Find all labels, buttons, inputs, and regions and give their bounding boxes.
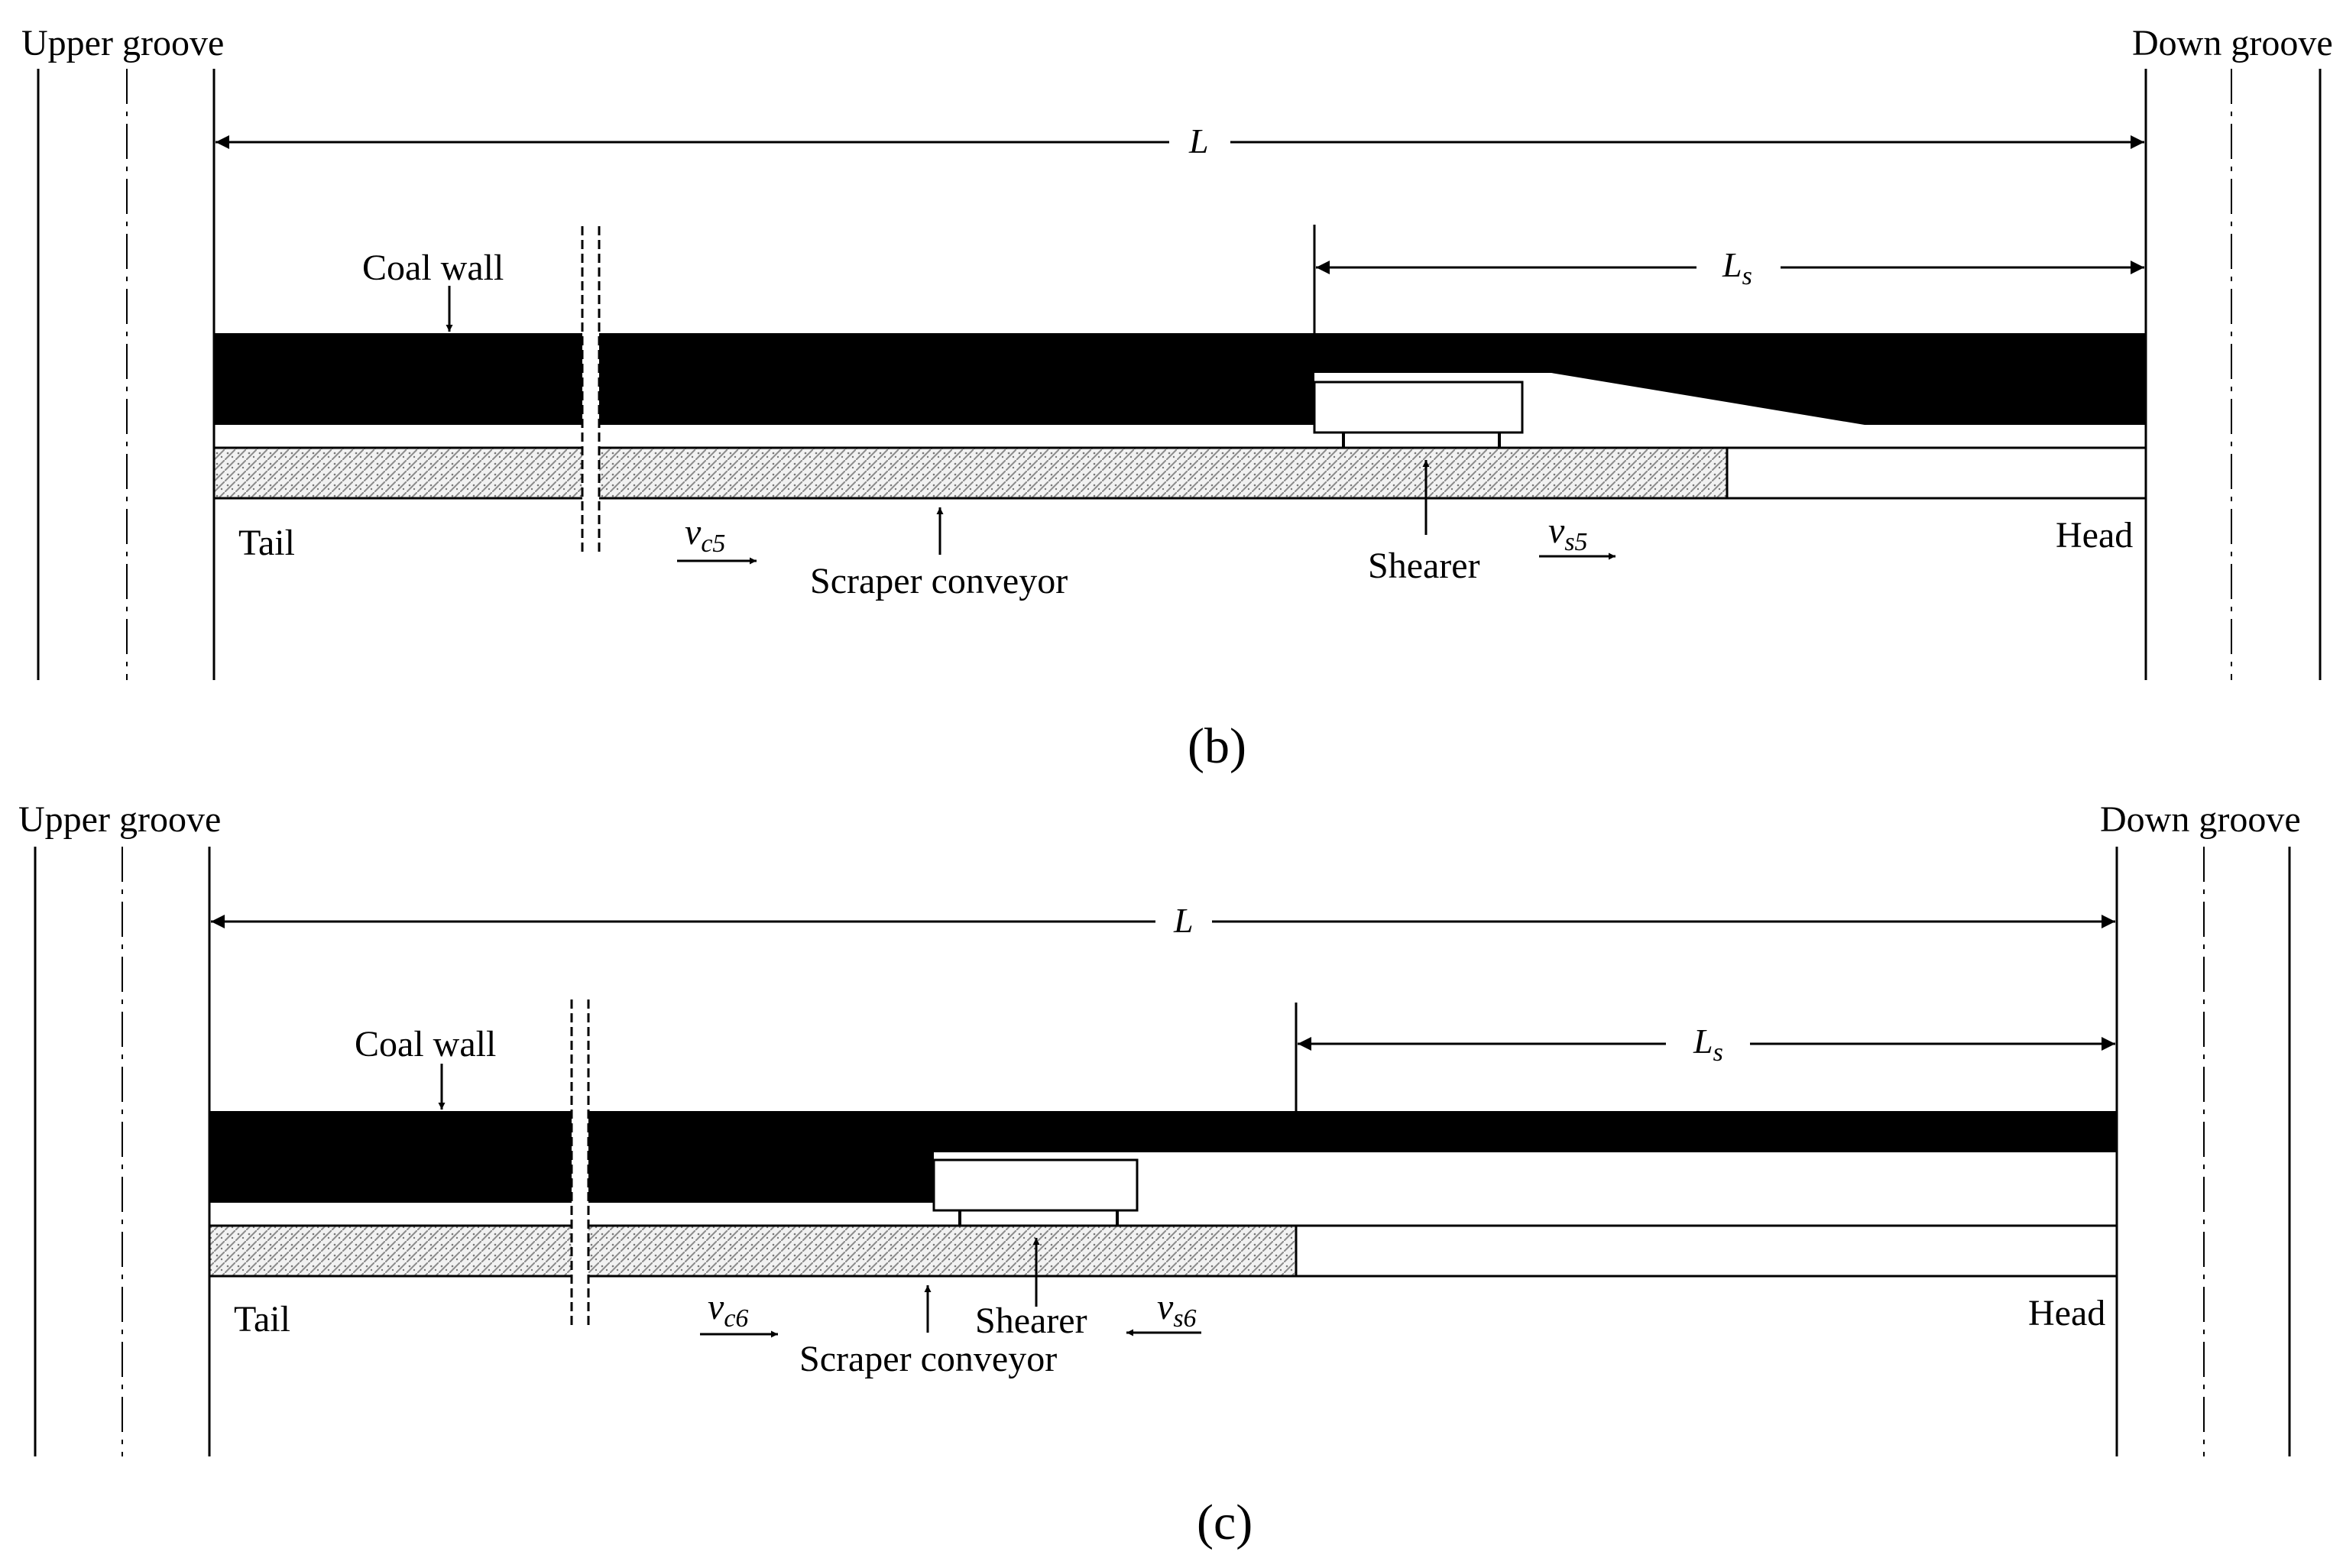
tail-label: Tail xyxy=(234,1299,290,1340)
panel-b: Upper groove Down groove L Ls Coal wall … xyxy=(21,23,2333,774)
shearer-body xyxy=(932,1158,1139,1212)
shearer-speed-label: vs6 xyxy=(1157,1287,1197,1333)
shearer-span-label: Ls xyxy=(1693,1022,1723,1067)
shearer-label: Shearer xyxy=(1368,546,1480,586)
coal-wall xyxy=(214,333,2146,425)
shearer-label: Shearer xyxy=(975,1301,1087,1341)
conveyor-speed-label: vc6 xyxy=(708,1287,748,1333)
shearer-body xyxy=(1313,381,1524,434)
break-gap xyxy=(572,1003,588,1327)
down-groove-label: Down groove xyxy=(2132,23,2333,63)
scraper-conveyor-label: Scraper conveyor xyxy=(799,1339,1057,1379)
length-label: L xyxy=(1173,901,1194,940)
upper-groove-label: Upper groove xyxy=(21,23,224,63)
panel-c: Upper groove Down groove L Ls Coal wall … xyxy=(18,799,2301,1550)
coal-wall-label: Coal wall xyxy=(355,1024,496,1064)
down-groove-label: Down groove xyxy=(2100,799,2301,840)
coal-wall-label: Coal wall xyxy=(362,248,504,288)
length-label: L xyxy=(1188,121,1209,160)
break-gap xyxy=(582,229,599,550)
conveyor-empty-section xyxy=(1295,1224,2118,1278)
panel-b-label: (b) xyxy=(1188,718,1246,774)
head-label: Head xyxy=(2056,515,2133,556)
shearer-span-label: Ls xyxy=(1722,245,1752,290)
tail-label: Tail xyxy=(238,523,295,563)
conveyor-empty-section xyxy=(1726,446,2147,500)
scraper-conveyor-label: Scraper conveyor xyxy=(810,561,1068,601)
conveyor-speed-label: vc5 xyxy=(685,512,725,558)
coal-wall xyxy=(209,1111,2117,1203)
upper-groove-label: Upper groove xyxy=(18,799,221,840)
scraper-conveyor xyxy=(208,1224,1298,1278)
head-label: Head xyxy=(2028,1293,2105,1333)
scraper-conveyor xyxy=(212,446,1729,500)
shearer-speed-label: vs5 xyxy=(1548,510,1588,556)
panel-c-label: (c) xyxy=(1197,1495,1253,1550)
